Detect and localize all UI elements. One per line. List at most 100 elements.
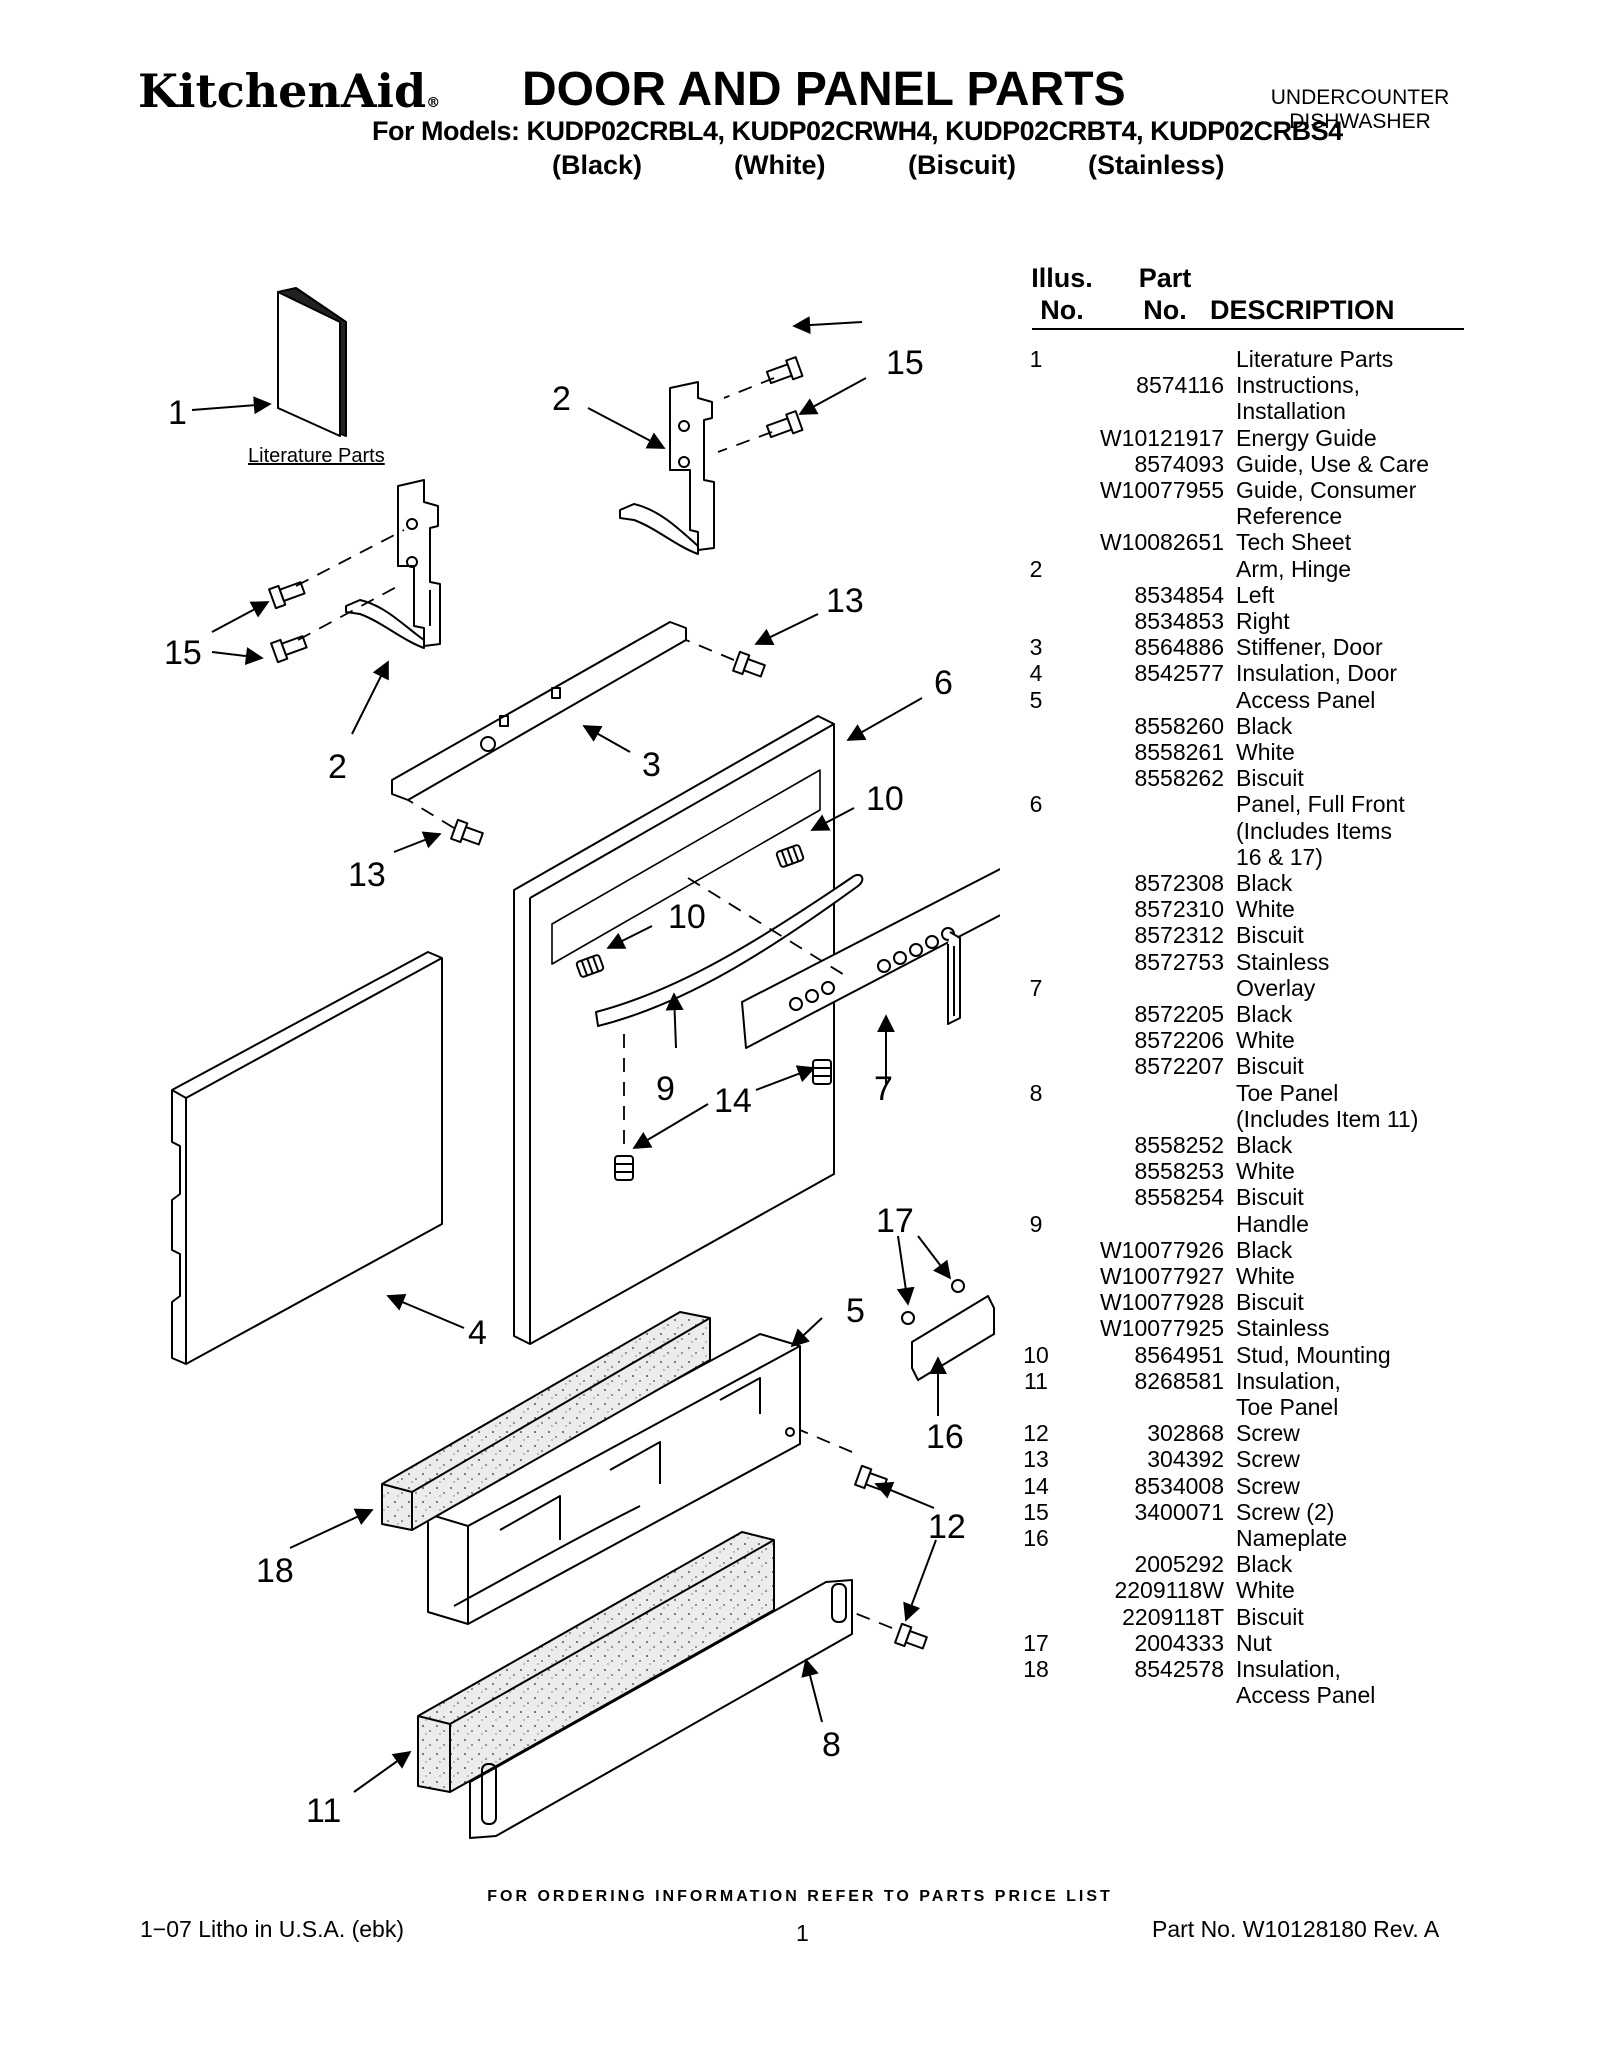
description-cell: Stiffener, Door	[1236, 634, 1383, 661]
part-no-cell: 8572308	[1134, 870, 1224, 896]
callout-14: 14	[714, 1082, 752, 1120]
description-cell: Black	[1236, 712, 1293, 739]
illus-no-cell: 1	[1029, 346, 1043, 372]
illus-no-cell: 8	[1029, 1079, 1043, 1106]
part-no-cell: 8558260	[1134, 712, 1224, 739]
full-front-panel	[513, 715, 835, 1345]
description-cell: Black	[1236, 1001, 1293, 1027]
part-no-cell: 8572206	[1134, 1027, 1224, 1054]
callout-6: 6	[934, 664, 953, 702]
description-cell: Left	[1236, 581, 1275, 608]
description-cell: Biscuit	[1236, 1289, 1304, 1316]
description-cell: White	[1236, 739, 1295, 765]
description-cell: Toe Panel	[1236, 1079, 1339, 1106]
callout-9: 9	[656, 1070, 675, 1108]
illus-header-line2: No.	[1040, 295, 1084, 325]
description-cell: Screw	[1236, 1420, 1300, 1447]
part-no-cell: W10077955	[1099, 477, 1224, 503]
illus-no-cell: 12	[1023, 1420, 1049, 1447]
description-cell: 16 & 17)	[1236, 843, 1323, 870]
part-no-cell: 8564951	[1134, 1341, 1224, 1368]
part-no-cell: 8558253	[1134, 1158, 1224, 1185]
callout-13-right: 13	[826, 582, 864, 620]
part-no-cell: 8558252	[1134, 1132, 1224, 1158]
toe-panel	[469, 1579, 853, 1839]
description-cell: Insulation,	[1236, 1656, 1341, 1682]
illus-no-cell: 11	[1024, 1367, 1048, 1394]
callout-7: 7	[874, 1070, 893, 1108]
description-cell: Reference	[1236, 503, 1343, 530]
description-cell: White	[1236, 896, 1295, 923]
description-cell: Literature Parts	[1236, 346, 1394, 372]
callout-2-left: 2	[328, 748, 347, 786]
nameplate	[911, 1295, 995, 1381]
part-no-cell: 2209118W	[1114, 1577, 1224, 1604]
page-number: 1	[796, 1920, 809, 1946]
part-no-cell: 8574093	[1134, 450, 1224, 477]
description-cell: Nut	[1236, 1629, 1272, 1656]
description-cell: Installation	[1236, 398, 1346, 425]
description-cell: White	[1236, 1263, 1295, 1289]
description-cell: Black	[1236, 1132, 1293, 1158]
color-biscuit: (Biscuit)	[908, 150, 1016, 180]
part-no-cell: W10077926	[1099, 1236, 1224, 1263]
illus-no-cell: 7	[1029, 974, 1043, 1001]
page-title: DOOR AND PANEL PARTS	[522, 63, 1126, 116]
illus-no-cell: 14	[1023, 1472, 1049, 1499]
description-cell: Biscuit	[1236, 1603, 1304, 1630]
illus-no-cell: 16	[1023, 1525, 1049, 1551]
description-cell: Instructions,	[1236, 372, 1360, 399]
part-no-cell: 8572310	[1134, 896, 1224, 923]
description-cell: White	[1236, 1158, 1295, 1185]
part-no-cell: W10077925	[1099, 1315, 1224, 1342]
part-no-cell: 8542578	[1134, 1656, 1224, 1682]
color-black: (Black)	[552, 150, 643, 180]
description-cell: Right	[1236, 608, 1290, 634]
callout-10-right: 10	[866, 780, 904, 818]
part-no-cell: 8542577	[1134, 660, 1224, 687]
part-no-cell: W10121917	[1099, 424, 1224, 451]
illus-no-cell: 5	[1029, 686, 1043, 713]
description-cell: (Includes Items	[1236, 817, 1392, 844]
color-stainless: (Stainless)	[1088, 150, 1225, 180]
part-no-cell: W10082651	[1099, 529, 1224, 556]
part-no-cell: 8572207	[1134, 1053, 1224, 1080]
callout-18: 18	[256, 1552, 294, 1590]
part-no-cell: 8572312	[1134, 922, 1224, 949]
part-no-cell: 3400071	[1134, 1498, 1224, 1525]
description-cell: Guide, Use & Care	[1236, 450, 1430, 477]
illus-no-cell: 9	[1029, 1210, 1043, 1237]
exploded-parts-diagram: 1 2 15 15 2 13 6 3 13 10 10 9 14 7 4 17 …	[164, 287, 1000, 1839]
callout-15-top: 15	[886, 344, 924, 382]
control-overlay	[741, 867, 1000, 1049]
callout-5: 5	[846, 1292, 865, 1330]
category-line-2: DISHWASHER	[1289, 110, 1431, 133]
category-line-1: UNDERCOUNTER	[1270, 86, 1450, 109]
callout-arrows	[191, 316, 952, 1793]
description-cell: Stainless	[1236, 948, 1330, 975]
illus-no-cell: 10	[1023, 1341, 1049, 1368]
part-no-cell: 8558254	[1134, 1184, 1224, 1211]
literature-parts-label: Literature Parts	[248, 445, 385, 467]
illus-no-cell: 3	[1029, 634, 1043, 661]
part-no-cell: 8572753	[1134, 948, 1224, 975]
part-no-cell: W10077927	[1099, 1263, 1224, 1289]
part-no-header: Part No.	[1110, 262, 1220, 326]
callout-11: 11	[306, 1792, 341, 1830]
part-no-cell: 302868	[1147, 1420, 1224, 1447]
illus-no-cell: 2	[1029, 555, 1043, 582]
hinge-arm-right	[619, 381, 715, 555]
description-cell: Guide, Consumer	[1236, 477, 1417, 503]
callout-2-right: 2	[552, 380, 571, 418]
callout-12: 12	[928, 1508, 966, 1546]
description-cell: Biscuit	[1236, 922, 1304, 949]
brand-name: KitchenAid	[138, 64, 427, 118]
part-no-cell: 8534008	[1134, 1472, 1224, 1499]
description-cell: Screw	[1236, 1472, 1300, 1499]
part-no-cell: 8574116	[1136, 372, 1224, 399]
callout-10-left: 10	[668, 898, 706, 936]
hinge-arm-left	[345, 479, 441, 649]
brand-logo: KitchenAid®	[138, 64, 440, 118]
callout-labels: 1 2 15 15 2 13 6 3 13 10 10 9 14 7 4 17 …	[164, 344, 966, 1830]
description-cell: Handle	[1236, 1210, 1309, 1237]
